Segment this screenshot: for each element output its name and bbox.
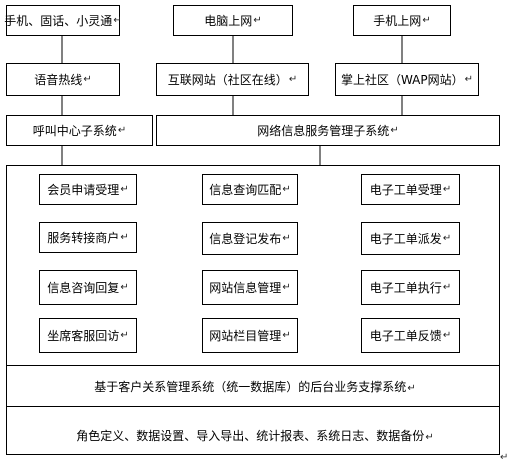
backend-system-label: 基于客户关系管理系统（统一数据库）的后台业务支撑系统↵	[94, 380, 416, 394]
module-box-c1-r4: 坐席客服回访↵	[39, 318, 137, 353]
backend-functions-label: 角色定义、数据设置、导入导出、统计报表、系统日志、数据备份↵	[76, 429, 434, 443]
module-label: 信息咨询回复	[47, 280, 120, 295]
module-label: 服务转接商户	[47, 230, 120, 245]
module-label: 信息登记发布	[209, 231, 282, 246]
source-label-phone: 手机、固话、小灵通	[4, 13, 113, 28]
subsystem-label-callcenter: 呼叫中心子系统	[32, 123, 117, 138]
module-label: 信息查询匹配	[209, 182, 282, 197]
module-box-c2-r1: 信息查询匹配↵	[202, 174, 298, 205]
module-box-c3-r4: 电子工单反馈↵	[361, 318, 460, 353]
module-label: 网站栏目管理	[209, 328, 282, 343]
module-box-c3-r3: 电子工单执行↵	[361, 270, 460, 305]
platform-frame	[6, 165, 500, 455]
module-box-c3-r2: 电子工单派发↵	[361, 222, 460, 255]
subsystem-box-network: 网络信息服务管理子系统↵	[156, 115, 500, 146]
module-box-c2-r2: 信息登记发布↵	[202, 222, 298, 255]
module-label: 网站信息管理	[209, 280, 282, 295]
source-label-mobile: 手机上网	[373, 13, 422, 28]
module-box-c1-r3: 信息咨询回复↵	[39, 270, 137, 305]
channel-label-hotline: 语音热线	[34, 72, 83, 87]
channel-box-wap: 掌上社区（WAP网站）↵	[335, 63, 479, 96]
paragraph-mark: ↵	[500, 452, 509, 463]
module-box-c2-r3: 网站信息管理↵	[202, 270, 298, 305]
module-box-c1-r2: 服务转接商户↵	[39, 222, 137, 253]
channel-label-wap: 掌上社区（WAP网站）	[340, 72, 464, 87]
module-label: 电子工单执行	[369, 280, 442, 295]
divider-backend-functions	[6, 406, 500, 407]
source-label-pc: 电脑上网	[204, 13, 253, 28]
channel-box-portal: 互联网站（社区在线）↵	[156, 63, 309, 96]
module-label: 坐席客服回访	[47, 328, 120, 343]
channel-box-hotline: 语音热线↵	[6, 63, 120, 96]
module-box-c2-r4: 网站栏目管理↵	[202, 318, 298, 353]
source-box-phone: 手机、固话、小灵通↵	[4, 5, 122, 36]
module-box-c1-r1: 会员申请受理↵	[39, 174, 137, 205]
source-box-pc: 电脑上网↵	[173, 5, 293, 36]
channel-label-portal: 互联网站（社区在线）	[167, 72, 288, 87]
divider-backend-top	[6, 365, 500, 366]
module-label: 电子工单反馈	[369, 328, 442, 343]
module-label: 电子工单派发	[369, 231, 442, 246]
module-box-c3-r1: 电子工单受理↵	[361, 174, 460, 205]
module-label: 电子工单受理	[369, 182, 442, 197]
subsystem-box-callcenter: 呼叫中心子系统↵	[6, 115, 153, 146]
source-box-mobile: 手机上网↵	[353, 5, 451, 36]
subsystem-label-network: 网络信息服务管理子系统	[257, 123, 390, 138]
module-label: 会员申请受理	[47, 182, 120, 197]
